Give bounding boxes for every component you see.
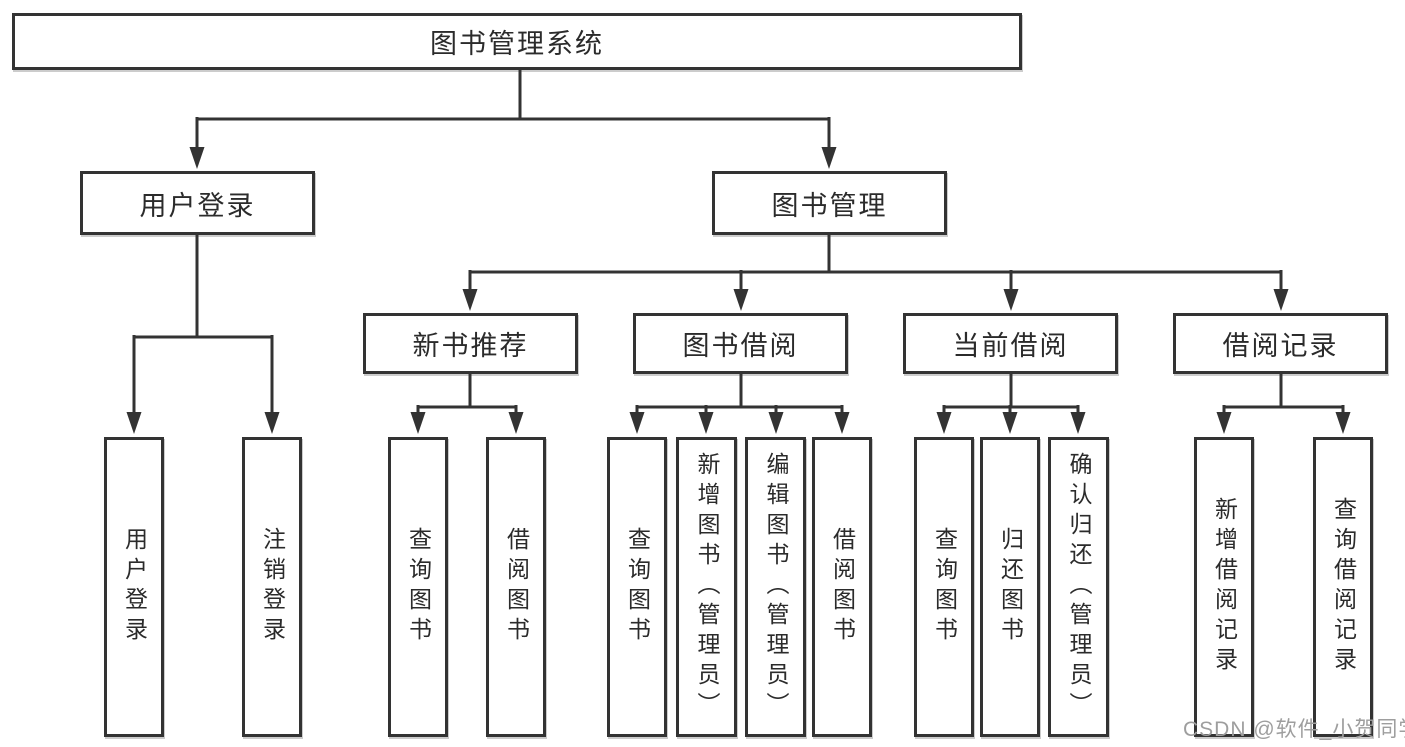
leaf-query-book-recommend: 查询图书 [388, 437, 448, 737]
node-borrowing-records: 借阅记录 [1173, 313, 1388, 374]
node-user-login: 用户登录 [80, 171, 315, 235]
leaf-borrow-book-borrowing: 借阅图书 [812, 437, 872, 737]
leaf-query-borrow-record: 查询借阅记录 [1313, 437, 1373, 737]
leaf-query-book-borrowing: 查询图书 [607, 437, 667, 737]
leaf-logout: 注销登录 [242, 437, 302, 737]
leaf-return-book: 归还图书 [980, 437, 1040, 737]
node-new-book-recommend: 新书推荐 [363, 313, 578, 374]
leaf-borrow-book-recommend: 借阅图书 [486, 437, 546, 737]
arrowheads-leaves [410, 412, 1351, 434]
leaf-add-borrow-record: 新增借阅记录 [1194, 437, 1254, 737]
arrowheads-level3 [462, 289, 1289, 311]
arrowheads-user-login-children [126, 412, 280, 434]
leaf-query-book-current: 查询图书 [914, 437, 974, 737]
csdn-watermark: CSDN @软件_小贺同学 [1183, 718, 1405, 741]
connector-leaf-splits [416, 374, 1345, 416]
node-library-management-system: 图书管理系统 [12, 13, 1022, 70]
leaf-edit-book-admin: 编辑图书（管理员） [745, 437, 806, 737]
node-current-borrowing: 当前借阅 [903, 313, 1118, 374]
connector-user-login-split [132, 235, 274, 416]
leaf-user-login: 用户登录 [104, 437, 164, 737]
leaf-confirm-return-admin: 确认归还（管理员） [1048, 437, 1109, 737]
node-book-management: 图书管理 [712, 171, 947, 235]
node-book-borrowing: 图书借阅 [633, 313, 848, 374]
connector-root-split [195, 70, 831, 150]
arrowheads-level2 [189, 147, 837, 169]
connector-book-management-split [468, 235, 1283, 293]
leaf-add-book-admin: 新增图书（管理员） [676, 437, 737, 737]
